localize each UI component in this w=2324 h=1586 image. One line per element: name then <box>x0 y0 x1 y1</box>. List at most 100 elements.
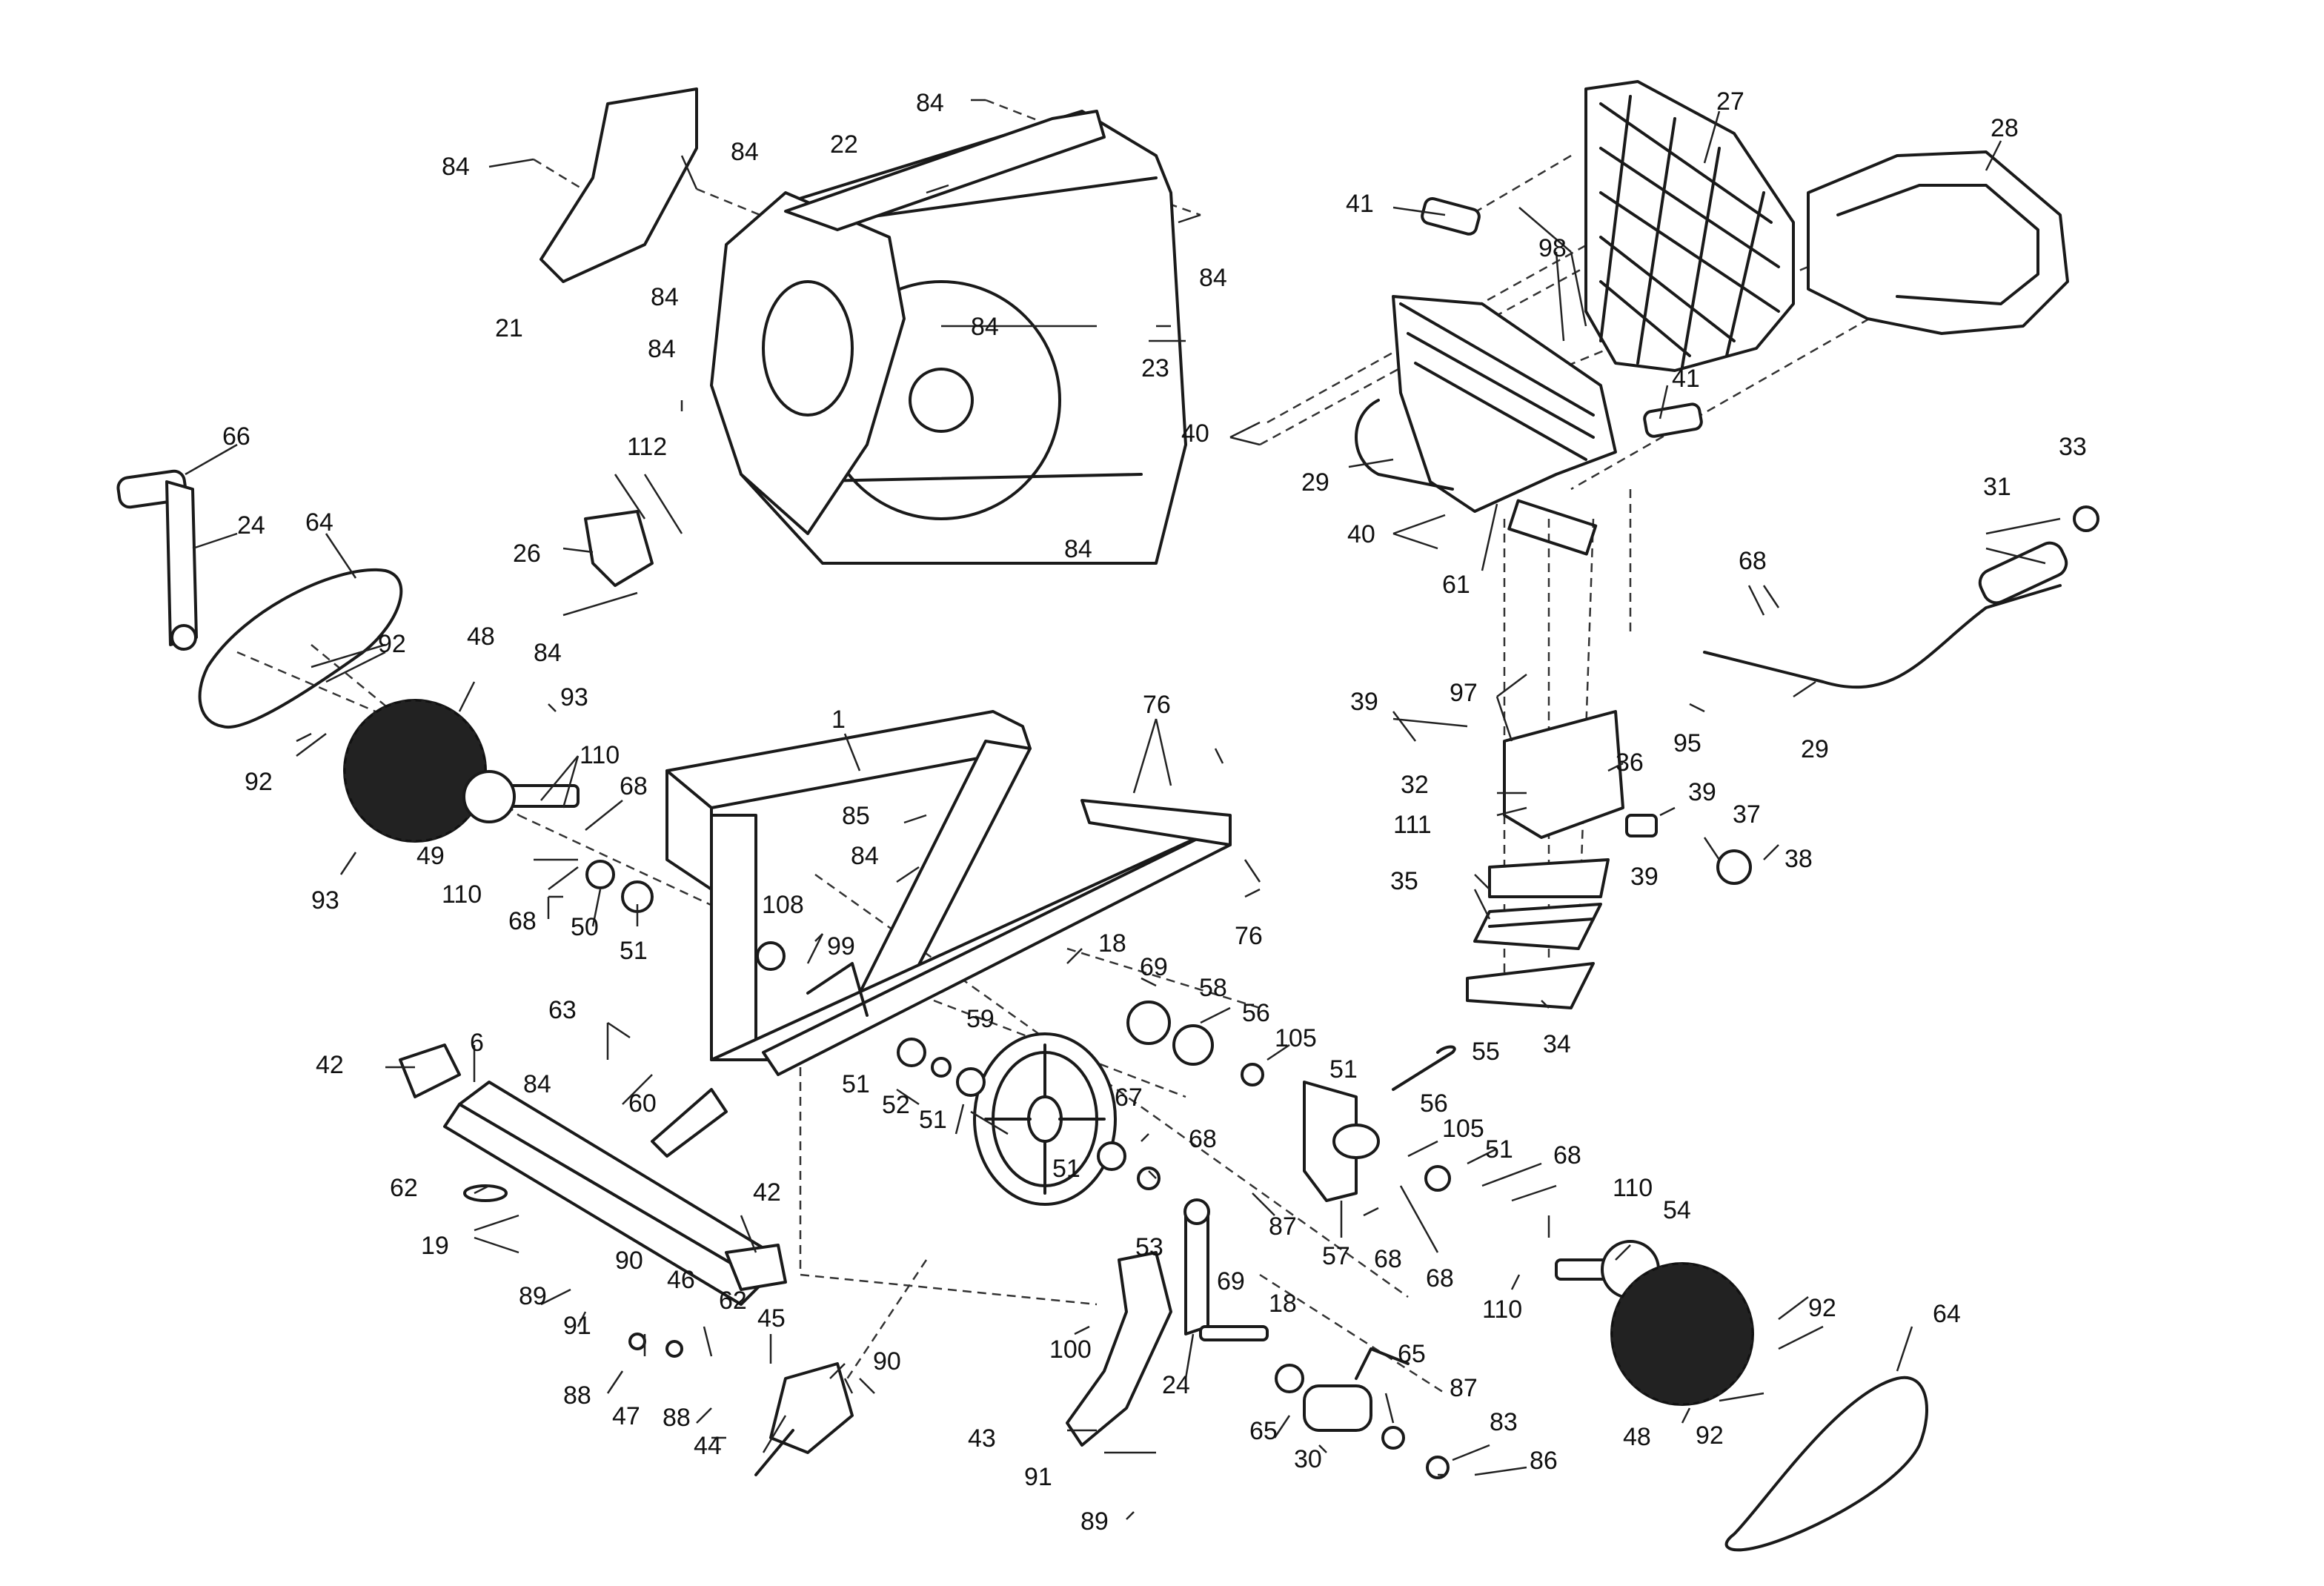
right-pulley <box>1610 1262 1754 1406</box>
callout-23: 23 <box>1141 354 1169 382</box>
pedal-assembly <box>1275 1347 1450 1479</box>
callout-98: 98 <box>1538 234 1567 262</box>
callout-56-a: 56 <box>1242 999 1270 1027</box>
callout-92-d: 92 <box>1696 1421 1724 1450</box>
callout-87-a: 87 <box>1269 1212 1297 1241</box>
callout-105-a: 105 <box>1275 1024 1317 1052</box>
callout-50: 50 <box>571 913 599 941</box>
callout-68-a: 68 <box>1739 547 1767 575</box>
callout-68-f: 68 <box>1553 1141 1581 1169</box>
callout-29-a: 29 <box>1301 468 1329 497</box>
callout-92-a: 92 <box>378 630 406 658</box>
callout-35: 35 <box>1390 867 1418 895</box>
callout-30: 30 <box>1294 1445 1322 1473</box>
callout-60: 60 <box>628 1089 657 1118</box>
callout-84-j: 84 <box>851 842 879 870</box>
callout-91-b: 91 <box>1024 1463 1052 1491</box>
callout-22: 22 <box>830 130 858 159</box>
callout-84-b: 84 <box>731 138 759 166</box>
callout-95: 95 <box>1673 729 1702 757</box>
callout-84-f: 84 <box>651 283 679 311</box>
backrest <box>1584 80 1795 372</box>
callout-68-c: 68 <box>508 907 537 935</box>
callout-36: 36 <box>1616 749 1644 777</box>
front-shroud <box>540 87 698 283</box>
callout-56-b: 56 <box>1420 1089 1448 1118</box>
callout-65-b: 65 <box>1398 1340 1426 1368</box>
callout-64-b: 64 <box>1933 1300 1961 1328</box>
callout-41-b: 41 <box>1672 365 1700 393</box>
callout-62-a: 62 <box>390 1174 418 1202</box>
callout-105-b: 105 <box>1442 1115 1484 1143</box>
callout-51-e: 51 <box>1052 1155 1080 1183</box>
callout-44: 44 <box>694 1432 722 1460</box>
callout-84-e: 84 <box>971 313 999 341</box>
chain-guard <box>1066 1251 1172 1447</box>
callout-39-a: 39 <box>1350 688 1378 716</box>
callout-92-c: 92 <box>1808 1294 1836 1322</box>
callout-52: 52 <box>882 1091 910 1119</box>
callout-labels: 84 84 84 84 84 84 84 84 84 84 84 22 21 2… <box>222 87 2087 1536</box>
callout-45: 45 <box>757 1304 786 1333</box>
callout-42-a: 42 <box>316 1051 344 1079</box>
callout-89-a: 89 <box>519 1282 547 1310</box>
callout-88-b: 88 <box>663 1404 691 1432</box>
seat-handle-left <box>1421 196 1481 236</box>
callout-19: 19 <box>421 1232 449 1260</box>
callout-26: 26 <box>513 540 541 568</box>
callout-34: 34 <box>1543 1030 1571 1058</box>
seat-frame <box>1355 295 1617 556</box>
callout-41-a: 41 <box>1346 190 1374 218</box>
callout-42-b: 42 <box>753 1178 781 1207</box>
callout-91-a: 91 <box>563 1312 591 1340</box>
callout-62-b: 62 <box>719 1287 747 1315</box>
callout-65-a: 65 <box>1249 1417 1278 1445</box>
callout-108: 108 <box>762 891 804 919</box>
callout-54: 54 <box>1663 1196 1691 1224</box>
callout-29-b: 29 <box>1801 735 1829 763</box>
callout-68-b: 68 <box>620 772 648 800</box>
callout-92-b: 92 <box>245 768 273 796</box>
callout-76-a: 76 <box>1143 691 1171 719</box>
callout-51-f: 51 <box>1485 1135 1513 1164</box>
callout-38: 38 <box>1784 845 1813 873</box>
right-crank <box>1183 1198 1269 1341</box>
callout-86: 86 <box>1530 1447 1558 1475</box>
callout-110-b: 110 <box>442 880 482 909</box>
callout-39-c: 39 <box>1630 863 1659 891</box>
callout-89-b: 89 <box>1080 1507 1109 1536</box>
callout-6: 6 <box>470 1029 484 1057</box>
callout-40-b: 40 <box>1347 520 1375 548</box>
callout-87-b: 87 <box>1450 1374 1478 1402</box>
callout-51-c: 51 <box>919 1106 947 1134</box>
callout-48-b: 48 <box>1623 1423 1651 1451</box>
callout-18-b: 18 <box>1269 1290 1297 1318</box>
callout-46: 46 <box>667 1266 695 1294</box>
callout-37: 37 <box>1733 800 1761 829</box>
callout-85: 85 <box>842 802 870 830</box>
callout-39-b: 39 <box>1688 778 1716 806</box>
callout-28: 28 <box>1991 114 2019 142</box>
seat-handle-right <box>1643 402 1703 438</box>
center-flywheel <box>973 1032 1117 1206</box>
callout-68-g: 68 <box>1426 1264 1454 1293</box>
main-frame <box>651 710 1232 1158</box>
shroud-top <box>784 110 1106 231</box>
callout-111: 111 <box>1393 811 1432 839</box>
callout-66: 66 <box>222 422 250 451</box>
callout-58: 58 <box>1199 974 1227 1002</box>
callout-48-a: 48 <box>467 623 495 651</box>
callout-64-a: 64 <box>305 508 333 537</box>
callout-51-d: 51 <box>1329 1055 1358 1084</box>
callout-33: 33 <box>2059 433 2087 461</box>
callout-69-a: 69 <box>1140 953 1168 981</box>
callout-83: 83 <box>1490 1408 1518 1436</box>
callout-63: 63 <box>548 996 577 1024</box>
left-crank <box>116 469 198 651</box>
callout-69-b: 69 <box>1217 1267 1245 1295</box>
callout-53: 53 <box>1135 1233 1163 1261</box>
left-belt <box>198 568 403 729</box>
callout-43: 43 <box>968 1424 996 1453</box>
callout-110-a: 110 <box>580 741 620 769</box>
